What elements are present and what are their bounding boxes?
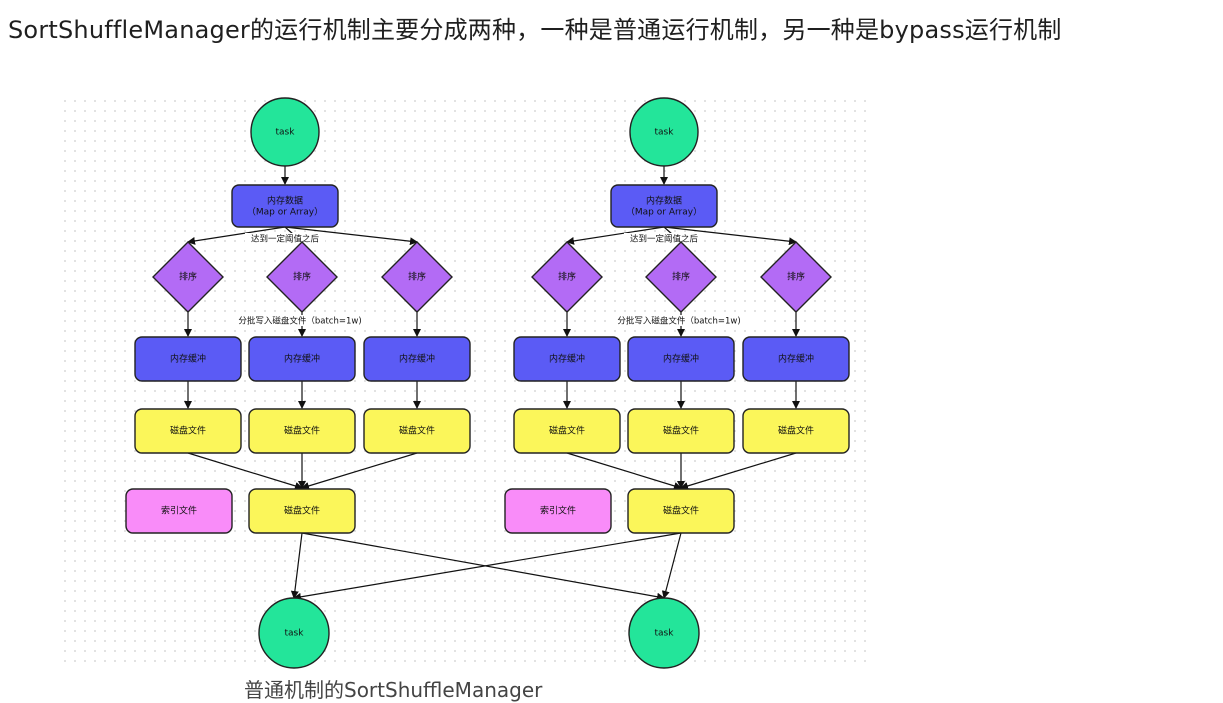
right-sort-diamond-1 [645,241,717,313]
final-task-1 [628,597,700,669]
diagram-caption: 普通机制的SortShuffleManager [244,678,543,702]
left-threshold-note: 达到一定阈值之后 [251,234,320,245]
final-task-1-label: task [655,629,675,639]
right-memory-buffer-box-1 [627,336,735,382]
right-memory-buffer-box-2 [742,336,850,382]
right-task-start-label: task [655,128,675,138]
left-memory-buffer-box-0 [134,336,242,382]
right-task-start [629,97,699,167]
right-edge-disk-merge-0 [566,452,682,490]
right-sort-diamond-1-label: 排序 [672,271,690,283]
right-sort-diamond-2-label: 排序 [787,271,805,283]
left-index-file-label: 索引文件 [161,505,197,517]
left-threshold-note-bg [245,233,325,244]
left-memory-buffer-box-2 [363,336,471,382]
right-merged-disk-file-box [627,488,735,534]
right-edge-memory-sort-2 [663,226,797,246]
left-edge-disk-merge-2 [301,452,418,490]
left-edge-merge-task-0 [290,532,303,599]
right-merged-disk-file-label: 磁盘文件 [663,505,699,517]
left-sort-diamond-0-label: 排序 [179,271,197,283]
left-sort-diamond-2 [381,241,453,313]
right-memory-buffer-label-0: 内存缓冲 [549,353,585,365]
right-sort-diamond-2 [760,241,832,313]
final-task-0-label: task [285,629,305,639]
right-disk-file-label-2: 磁盘文件 [778,425,814,437]
left-memory-data-box [231,184,339,228]
right-edge-memory-sort-0 [566,226,665,245]
right-memory-data-label-1: 内存数据 [646,195,682,207]
left-disk-file-box-0 [134,408,242,454]
left-batch-note: 分批写入磁盘文件（batch=1w) [238,316,361,327]
diagram-edges [184,166,800,601]
right-edge-merge-task-1 [661,532,682,599]
left-sort-diamond-0 [152,241,224,313]
left-sort-diamond-1-label: 排序 [293,271,311,283]
left-sort-diamond-1 [266,241,338,313]
right-edge-merge-task-0 [293,532,682,601]
left-disk-file-box-2 [363,408,471,454]
left-disk-file-label-2: 磁盘文件 [399,425,435,437]
right-memory-buffer-label-1: 内存缓冲 [663,353,699,365]
right-disk-file-label-1: 磁盘文件 [663,425,699,437]
left-task-start [250,97,320,167]
left-memory-buffer-label-1: 内存缓冲 [284,353,320,365]
right-batch-note-bg [606,315,756,326]
left-memory-data-label-2: （Map or Array） [247,207,323,218]
left-index-file-box [125,488,233,534]
left-disk-file-box-1 [248,408,356,454]
right-threshold-note-bg [624,233,704,244]
left-edge-memory-sort-0 [187,226,286,245]
left-memory-buffer-box-1 [248,336,356,382]
left-batch-note-bg [227,315,377,326]
left-memory-buffer-label-0: 内存缓冲 [170,353,206,365]
left-memory-buffer-label-2: 内存缓冲 [399,353,435,365]
right-memory-buffer-label-2: 内存缓冲 [778,353,814,365]
right-threshold-note: 达到一定阈值之后 [630,234,699,245]
left-disk-file-label-0: 磁盘文件 [170,425,206,437]
right-batch-note: 分批写入磁盘文件（batch=1w) [617,316,740,327]
left-merged-disk-file-label: 磁盘文件 [284,505,320,517]
final-task-0 [258,597,330,669]
page-heading: SortShuffleManager的运行机制主要分成两种，一种是普通运行机制，… [8,16,1062,44]
right-edge-disk-merge-2 [680,452,797,490]
right-index-file-label: 索引文件 [540,505,576,517]
right-disk-file-label-0: 磁盘文件 [549,425,585,437]
right-sort-diamond-0 [531,241,603,313]
left-task-start-label: task [276,128,296,138]
left-memory-data-label-1: 内存数据 [267,195,303,207]
left-edge-merge-task-1 [301,532,665,601]
right-disk-file-box-1 [627,408,735,454]
right-disk-file-box-0 [513,408,621,454]
left-edge-memory-sort-2 [284,226,418,246]
right-disk-file-box-2 [742,408,850,454]
left-merged-disk-file-box [248,488,356,534]
diagram-canvas [60,96,872,668]
right-memory-data-box [610,184,718,228]
right-memory-data-label-2: （Map or Array） [626,207,702,218]
left-edge-disk-merge-0 [187,452,303,490]
left-sort-diamond-2-label: 排序 [408,271,426,283]
left-disk-file-label-1: 磁盘文件 [284,425,320,437]
right-index-file-box [504,488,612,534]
right-memory-buffer-box-0 [513,336,621,382]
right-sort-diamond-0-label: 排序 [558,271,576,283]
